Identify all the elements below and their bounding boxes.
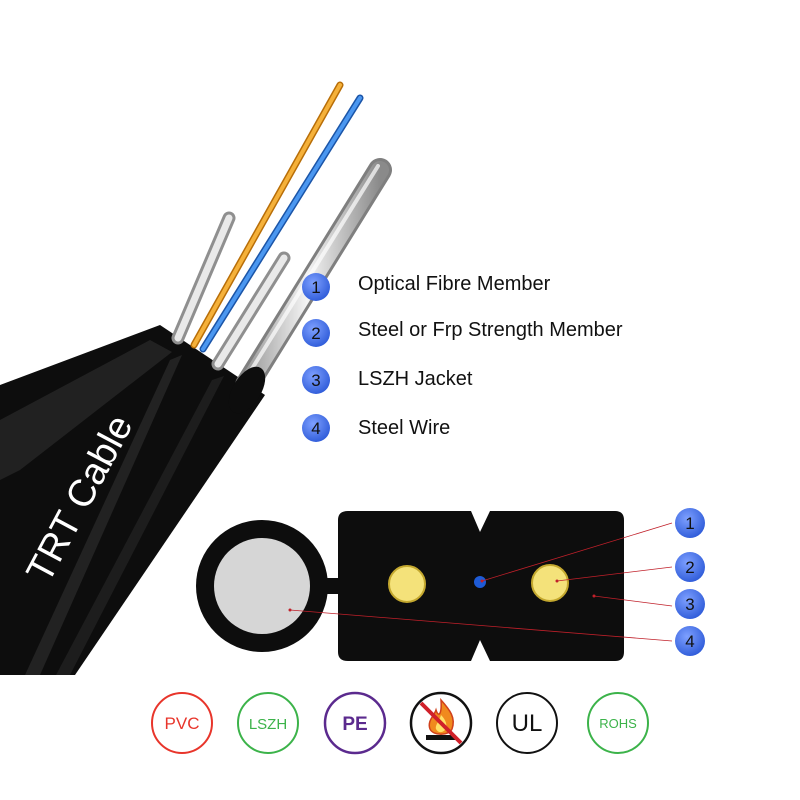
callout-badge-4 — [675, 626, 705, 656]
legend-num-3: 3 — [311, 371, 320, 390]
left-strength-member — [171, 211, 236, 345]
callout-num-1: 1 — [685, 514, 694, 533]
leader-dot-3 — [592, 594, 596, 598]
cable-jacket-highlight — [0, 340, 172, 480]
cert-pe: PE — [323, 691, 387, 755]
cert-flame-retardant — [409, 691, 473, 755]
cert-rohs: ROHS — [587, 692, 649, 754]
callout-num-3: 3 — [685, 595, 694, 614]
messenger-jacket-end — [228, 366, 266, 414]
right-strength-member — [211, 251, 291, 371]
leader-dot-1 — [480, 579, 484, 583]
legend-num-4: 4 — [311, 419, 320, 438]
cert-pe-label: PE — [342, 714, 367, 735]
cert-pvc-ring — [151, 692, 213, 754]
cert-lszh: LSZH — [237, 692, 299, 754]
legend-text-1: Optical Fibre Member — [358, 273, 551, 295]
strength-member-right-ring — [531, 564, 569, 602]
optical-fibre-section — [474, 576, 486, 588]
cross-section: 1 2 3 4 — [196, 508, 705, 661]
callout-badge-1 — [675, 508, 705, 538]
legend-text-2: Steel or Frp Strength Member — [358, 319, 623, 341]
cert-lszh-ring — [237, 692, 299, 754]
cert-pvc-label: PVC — [165, 714, 200, 733]
legend-num-1: 1 — [311, 278, 320, 297]
blue-fiber — [199, 94, 364, 353]
orange-fiber — [190, 81, 344, 349]
legend-text-4: Steel Wire — [358, 417, 450, 439]
legend-text-3: LSZH Jacket — [358, 368, 473, 390]
cert-pe-ring — [323, 691, 387, 755]
legend-badge-4 — [302, 414, 330, 442]
strength-member-left-ring — [388, 565, 426, 603]
callout-2: 2 — [675, 552, 705, 582]
cable-jacket-groove — [25, 355, 182, 675]
certifications: PVC LSZH PE UL ROHS — [151, 691, 649, 755]
cert-rohs-ring — [587, 692, 649, 754]
callout-num-2: 2 — [685, 558, 694, 577]
cert-ul-label: UL — [512, 710, 543, 737]
legend-item-4: 4 Steel Wire — [302, 414, 450, 442]
leader-1 — [481, 522, 673, 582]
leader-dots — [288, 579, 596, 612]
legend-num-2: 2 — [311, 324, 320, 343]
web-section — [318, 578, 342, 594]
cert-ul: UL — [496, 692, 558, 754]
leader-dot-2 — [555, 579, 559, 583]
strength-member-right-section — [532, 565, 568, 601]
callout-3: 3 — [675, 589, 705, 619]
cert-rohs-label: ROHS — [599, 716, 637, 731]
cert-pvc: PVC — [151, 692, 213, 754]
leader-dot-4 — [288, 608, 292, 612]
callout-1: 1 — [675, 508, 705, 538]
legend-badge-1 — [302, 273, 330, 301]
steel-wire-section — [214, 538, 310, 634]
leader-4 — [289, 609, 673, 642]
leader-2 — [556, 566, 673, 582]
callout-num-4: 4 — [685, 632, 694, 651]
legend-item-3: 3 LSZH Jacket — [302, 366, 473, 394]
callout-leaders — [289, 522, 673, 642]
callout-badge-2 — [675, 552, 705, 582]
strength-member-left-section — [389, 566, 425, 602]
cable-jacket-groove-2 — [56, 376, 224, 675]
legend-badge-3 — [302, 366, 330, 394]
leader-3 — [593, 595, 673, 607]
cert-lszh-label: LSZH — [249, 716, 287, 733]
legend-item-2: 2 Steel or Frp Strength Member — [302, 319, 623, 347]
legend-item-1: 1 Optical Fibre Member — [302, 273, 551, 301]
legend: 1 Optical Fibre Member 2 Steel or Frp St… — [302, 273, 623, 442]
callout-badge-3 — [675, 589, 705, 619]
callout-4: 4 — [675, 626, 705, 656]
no-fire-icon — [419, 697, 463, 745]
cert-ul-ring — [496, 692, 558, 754]
legend-badge-2 — [302, 319, 330, 347]
